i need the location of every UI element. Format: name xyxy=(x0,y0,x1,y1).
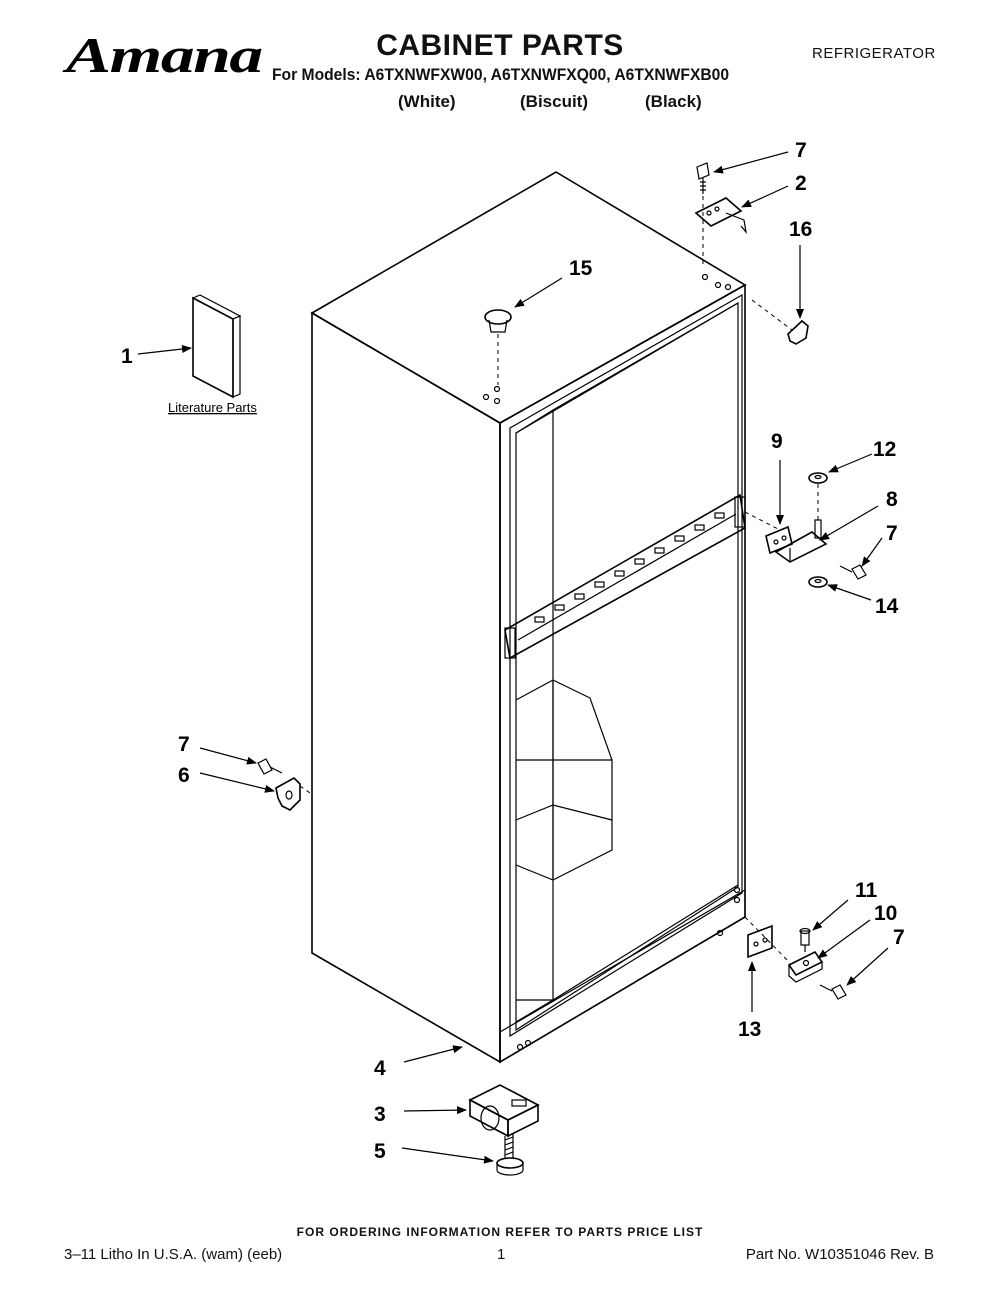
callout-9: 9 xyxy=(771,430,783,453)
leader-arrows xyxy=(137,151,889,1164)
bottom-hinge xyxy=(787,950,824,983)
bottom-hinge-screw xyxy=(819,984,847,1000)
left-bracket-assembly xyxy=(257,758,314,811)
cabinet-drawing xyxy=(310,171,747,1064)
center-hinge-screw xyxy=(839,564,867,580)
section-label: REFRIGERATOR xyxy=(812,45,936,62)
hinge-cover xyxy=(751,299,809,345)
callout-7-bottom: 7 xyxy=(893,926,905,949)
callout-6: 6 xyxy=(178,764,190,787)
part-number: Part No. W10351046 Rev. B xyxy=(745,1246,934,1263)
page-title: CABINET PARTS xyxy=(376,29,624,62)
callout-5: 5 xyxy=(374,1140,386,1163)
callout-3: 3 xyxy=(374,1103,386,1126)
roller-bracket xyxy=(468,1084,540,1138)
callout-4: 4 xyxy=(374,1057,386,1080)
brand-logo: Amana xyxy=(66,27,263,83)
bottom-hinge-shim xyxy=(747,924,773,959)
color-black: (Black) xyxy=(645,92,702,111)
callout-7-center: 7 xyxy=(886,522,898,545)
literature-pack xyxy=(191,294,242,399)
callout-14: 14 xyxy=(875,595,899,618)
leveling-assembly xyxy=(468,1084,540,1176)
callouts: 1 7 2 16 15 9 12 8 7 14 7 6 11 10 7 13 4… xyxy=(121,139,905,1163)
left-bracket-screw xyxy=(257,758,283,775)
hinge-screw xyxy=(696,162,710,194)
upper-hinge-washer xyxy=(808,472,828,484)
left-bracket xyxy=(275,777,301,811)
center-hinge-shim xyxy=(765,525,793,555)
callout-16: 16 xyxy=(789,218,812,241)
center-hinge-assembly xyxy=(744,472,867,588)
callout-10: 10 xyxy=(874,902,897,925)
page-number: 1 xyxy=(497,1246,506,1263)
callout-11: 11 xyxy=(855,879,878,902)
hole-plug xyxy=(484,309,512,385)
literature-parts-label: Literature Parts xyxy=(168,400,257,415)
callout-12: 12 xyxy=(873,438,896,461)
top-hinge-assembly xyxy=(694,162,809,345)
callout-1: 1 xyxy=(121,345,133,368)
callout-7-top: 7 xyxy=(795,139,807,162)
leveling-leg xyxy=(496,1134,524,1176)
callout-13: 13 xyxy=(738,1018,761,1041)
callout-7-left: 7 xyxy=(178,733,190,756)
color-white: (White) xyxy=(398,92,456,111)
lower-hinge-washer xyxy=(808,576,828,588)
models-line: For Models: A6TXNWFXW00, A6TXNWFXQ00, A6… xyxy=(272,65,730,84)
callout-15: 15 xyxy=(569,257,593,280)
center-hinge xyxy=(774,519,828,563)
litho-info: 3–11 Litho In U.S.A. (wam) (eeb) xyxy=(64,1246,283,1263)
color-biscuit: (Biscuit) xyxy=(520,92,588,111)
callout-8: 8 xyxy=(886,488,898,511)
callout-2: 2 xyxy=(795,172,807,195)
bottom-hinge-assembly xyxy=(744,916,847,1000)
hinge-pin xyxy=(799,927,811,952)
ordering-note: FOR ORDERING INFORMATION REFER TO PARTS … xyxy=(296,1225,704,1239)
